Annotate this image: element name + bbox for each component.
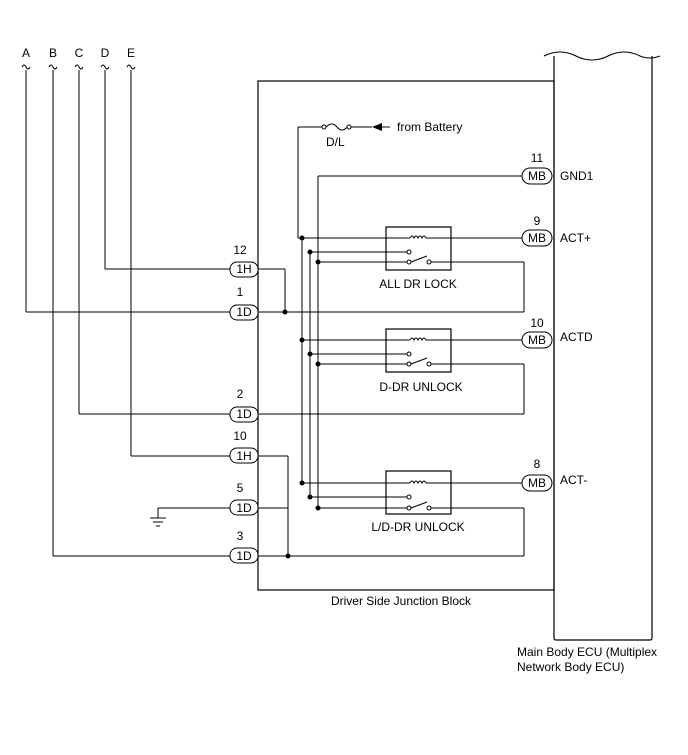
wire-label-d: D (101, 46, 110, 60)
left-connector-1d-1: 1D 1 (229, 285, 259, 321)
connector-pin: 8 (534, 457, 541, 471)
ecu-connector-gnd1: MB 11 GND1 (521, 151, 594, 185)
ecu-body (553, 56, 653, 641)
svg-text:MB: MB (528, 476, 546, 490)
relay-switch-icon (410, 255, 428, 263)
wire-labels: A B C D E (22, 46, 135, 60)
relay-label: ALL DR LOCK (379, 277, 457, 291)
ecu-break-mark (543, 51, 661, 61)
svg-text:MB: MB (528, 333, 546, 347)
signal-label: ACT+ (560, 231, 591, 245)
ecu-label-line1: Main Body ECU (Multiplex (517, 645, 657, 659)
ecu-label-line2: Network Body ECU) (517, 660, 624, 674)
relay-label: L/D-DR UNLOCK (371, 520, 464, 534)
relay-coil-icon (409, 235, 427, 240)
arrow-left-icon (372, 123, 382, 131)
fuse-source-label: from Battery (397, 120, 462, 134)
connector-pin: 3 (237, 529, 244, 543)
relay-ld-dr-unlock: L/D-DR UNLOCK (258, 470, 525, 557)
relay-d-dr-unlock: D-DR UNLOCK (258, 328, 525, 415)
left-connector-1h-10: 1H 10 (229, 429, 259, 464)
external-wires (25, 70, 230, 557)
internal-bus (297, 127, 522, 508)
ecu-connector-act-plus: MB 9 ACT+ (521, 214, 591, 247)
wire-label-a: A (22, 46, 30, 60)
ecu-connector-act-minus: MB 8 ACT- (521, 457, 587, 492)
connector-pin: 10 (233, 429, 247, 443)
svg-text:MB: MB (528, 169, 546, 183)
svg-text:MB: MB (528, 231, 546, 245)
connector-pin: 11 (531, 151, 544, 165)
connector-pin: 2 (237, 387, 244, 401)
wire-label-e: E (127, 46, 135, 60)
ecu-connector-actd: MB 10 ACTD (521, 316, 593, 349)
cross-wires (258, 268, 289, 556)
left-connector-1h-12: 1H 12 (229, 243, 259, 278)
connector-pin: 1 (237, 285, 244, 299)
svg-text:1D: 1D (236, 407, 252, 421)
connector-pin: 5 (237, 481, 244, 495)
relay-coil-icon (409, 480, 427, 485)
signal-label: ACTD (560, 330, 593, 344)
junction-block-label: Driver Side Junction Block (331, 594, 472, 608)
relay-coil-icon (409, 337, 427, 342)
splice-dots (282, 235, 321, 559)
left-connector-1d-3: 1D 3 (229, 529, 259, 564)
fuse-label: D/L (326, 135, 345, 149)
svg-text:1D: 1D (236, 305, 252, 319)
svg-text:1D: 1D (236, 501, 252, 515)
wire-label-b: B (49, 46, 57, 60)
svg-text:1H: 1H (236, 262, 251, 276)
wire-break-marks (21, 64, 136, 70)
signal-label: ACT- (560, 473, 587, 487)
relay-label: D-DR UNLOCK (379, 380, 462, 394)
svg-text:1D: 1D (236, 549, 252, 563)
wire-label-c: C (75, 46, 84, 60)
connector-pin: 10 (530, 316, 544, 330)
fuse-icon (325, 123, 348, 131)
left-connector-1d-2: 1D 2 (229, 387, 259, 423)
ground-icon (150, 517, 166, 527)
fuse-dl: from Battery D/L (298, 120, 462, 149)
signal-label: GND1 (560, 169, 594, 183)
relay-all-dr-lock: ALL DR LOCK (258, 226, 525, 313)
connector-pin: 12 (233, 243, 247, 257)
left-connector-1d-5: 1D 5 (229, 481, 259, 516)
relay-switch-icon (410, 357, 428, 365)
relay-switch-icon (410, 501, 428, 509)
connector-pin: 9 (534, 214, 541, 228)
svg-text:1H: 1H (236, 449, 251, 463)
